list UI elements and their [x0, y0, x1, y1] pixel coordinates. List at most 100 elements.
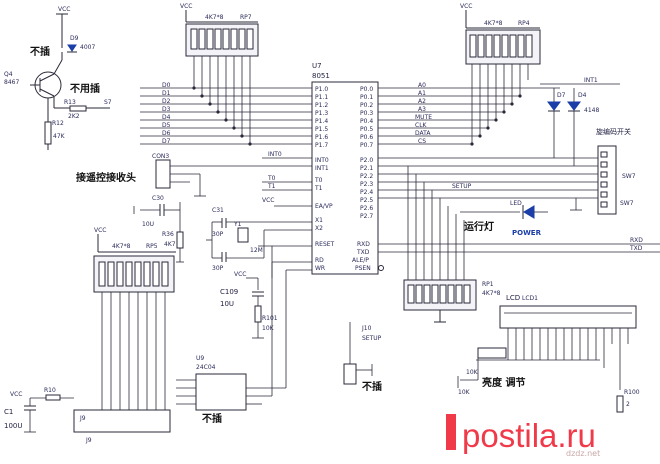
rp5-value: 4K7*8 [112, 243, 131, 250]
power-label: POWER [512, 229, 542, 237]
reset-pin: RESET [315, 241, 335, 248]
y1-crystal-icon [237, 227, 249, 243]
j9-connector: J9 J9 VCC C1 100U R10 [4, 387, 171, 444]
r36-value: 4K7 [164, 241, 176, 248]
pot-value-label: 10K [458, 389, 471, 396]
x2-pin: X2 [315, 225, 323, 232]
vcc-label-rp5: VCC [94, 227, 106, 234]
serial-lines: RXD TXD [378, 237, 660, 253]
txd-pin: TXD [356, 249, 370, 256]
u9-part: 24C04 [196, 364, 216, 371]
setup-net-label: SETUP [452, 183, 472, 190]
psen-pin: PSEN [355, 265, 371, 272]
run-led-label: 运行灯 [464, 220, 494, 233]
u7-part: 8051 [312, 72, 330, 80]
d9-diode-icon [67, 44, 77, 52]
rp1-value: 4K7*8 [482, 290, 501, 297]
bu-yong-cha-label: 不用插 [70, 82, 100, 95]
p2-7-pin: P2.7 [360, 213, 373, 220]
t0-net-label: T0 [267, 175, 276, 182]
u9-label: U9 [196, 355, 204, 362]
u7-label: U7 [312, 62, 322, 70]
p1-2-pin: P1.2 [315, 102, 328, 109]
r-bottom-value: 2 [626, 401, 630, 408]
vcc-label-q4: VCC [58, 6, 70, 13]
d9-label: D9 [70, 35, 79, 42]
rp7-resistor-pack: VCC 4K7*8 RP7 [180, 3, 259, 144]
t1-net-label: T1 [267, 183, 276, 190]
ir-receiver-connector: CON3 接遥控接收头 INT0 T0 T1 [76, 151, 312, 197]
lcd-body [499, 305, 637, 329]
r101-label: R101 [262, 315, 278, 322]
con3-label: CON3 [152, 153, 169, 160]
vcc-label-rp4: VCC [460, 3, 472, 10]
c-setup-value: J10 [361, 325, 372, 332]
j9-body [73, 409, 171, 433]
data-label: DATA [415, 130, 431, 137]
bu-cha-top-label: 不插 [30, 45, 50, 58]
crystal-block: C31 30P Y1 12M 30P [206, 207, 312, 272]
r13-label: R13 [64, 99, 76, 106]
p2-3-pin: P2.3 [360, 181, 373, 188]
c1-value: 100U [4, 422, 22, 430]
brightness-pot: 10K 10K 亮度 调节 R100 2 [457, 347, 640, 413]
q4-label: Q4 [4, 71, 13, 78]
int0-net-label: INT0 [268, 151, 282, 158]
r-bottom-label: R100 [624, 389, 640, 396]
p2-5-pin: P2.5 [360, 197, 373, 204]
c30-r36-block: C30 10U R36 4K7 VCC [133, 195, 312, 263]
rp4-value: 4K7*8 [484, 20, 503, 27]
c109-label: C109 [220, 288, 238, 296]
txd-out-label: TXD [629, 245, 643, 252]
clk-label: CLK [415, 122, 428, 129]
encoder-label: 旋编码开关 [596, 127, 631, 136]
ea-vp-pin: EA/VP [315, 203, 333, 210]
c30-label: C30 [152, 195, 164, 202]
c1-label: C1 [4, 408, 13, 416]
u9-eeprom: U9 24C04 不插 [176, 355, 286, 425]
d5-label: D5 [162, 122, 171, 129]
pot-wiper-label: 10K [466, 369, 479, 376]
c109-value: 10U [220, 300, 234, 308]
p0-3-pin: P0.3 [360, 110, 373, 117]
d-part-label: 4148 [584, 107, 599, 114]
vcc-label-ea: VCC [262, 197, 274, 204]
a0-label: A0 [418, 82, 426, 89]
watermark-small-text: dzdz.net [566, 449, 600, 458]
d9-part: 4007 [80, 44, 95, 51]
receiver-label: 接遥控接收头 [76, 171, 136, 184]
d2-label: D2 [162, 98, 171, 105]
setup-jumper: J10 SETUP 不插 [343, 322, 382, 393]
r36-label: R36 [162, 231, 174, 238]
p0-7-pin: P0.7 [360, 142, 373, 149]
rp4-label: RP4 [518, 20, 530, 27]
d0-label: D0 [162, 82, 171, 89]
s7-label: S7 [104, 99, 112, 106]
bu-cha-bot-label: 不插 [362, 380, 382, 393]
bu-cha-mid-label: 不插 [202, 412, 222, 425]
y1-value: 12M [250, 247, 263, 254]
lcd-connector: LCD LCD1 [476, 294, 637, 390]
rp5-resistor-pack: VCC 4K7*8 RP5 [93, 227, 176, 412]
c-setup-label: SETUP [362, 335, 382, 342]
rp7-label: RP7 [240, 14, 252, 21]
r101-value: 10K [262, 325, 275, 332]
r10-label: R10 [44, 387, 56, 394]
t1-pin: T1 [314, 185, 323, 192]
watermark-logo-icon [446, 414, 456, 450]
p0-4-pin: P0.4 [360, 118, 373, 125]
mute-label: MUTE [415, 114, 432, 121]
watermark-text: postila.ru [462, 417, 596, 454]
brightness-label: 亮度 调节 [482, 376, 525, 389]
j9-pin-label: J9 [79, 415, 86, 422]
p2-1-pin: P2.1 [360, 165, 373, 172]
d1-label: D1 [162, 90, 171, 97]
j9-label: J9 [85, 437, 92, 444]
u9-body [195, 373, 247, 411]
encoder-diodes: INT1 D7 D4 4148 旋编码开关 SW7 SW7 SETUP [378, 77, 636, 215]
c30-value: 10U [142, 221, 154, 228]
rp1-label: RP1 [482, 281, 494, 288]
c31-label: C31 [212, 207, 224, 214]
x1-pin: X1 [315, 217, 323, 224]
